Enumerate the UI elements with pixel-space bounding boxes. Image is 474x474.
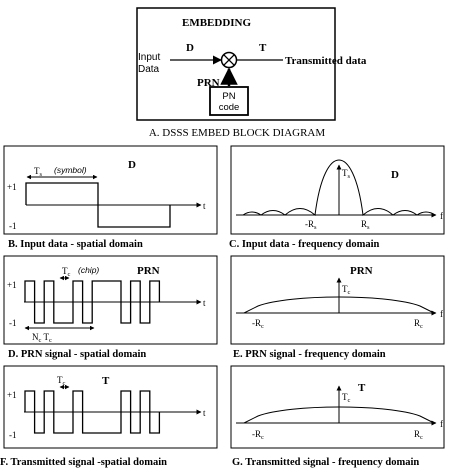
panel-g-title: T [358, 382, 366, 394]
panel-g-tc: Tc [342, 392, 351, 404]
spread-spectrum-g [243, 406, 435, 424]
panel-g-neg-rc: -Rc [252, 429, 264, 441]
panel-e-f-label: f [440, 309, 443, 319]
panel-b-title: D [128, 159, 136, 171]
panel-g-pos-rc: Rc [414, 429, 423, 441]
panel-d: PRN +1 -1 t Tc (chip) Nc Tc D. PRN signa… [3, 255, 218, 360]
panel-g-caption: G. Transmitted signal - frequency domain [232, 457, 419, 468]
panel-f-caption: F. Transmitted signal -spatial domain [0, 457, 167, 468]
d-label: D [186, 42, 194, 54]
panel-b-symbol-note: (symbol) [54, 165, 87, 175]
panel-f-tc: Tc [57, 375, 66, 387]
block-diagram: EMBEDDING Input Data D T Transmitted dat… [136, 7, 367, 139]
prn-waveform [24, 280, 161, 324]
block-diagram-frame [136, 7, 336, 121]
panel-e: PRN f Tc -Rc Rc E. PRN signal - frequenc… [230, 255, 445, 360]
panel-e-pos-rc: Rc [414, 318, 423, 330]
input-data-waveform [25, 182, 171, 228]
panel-f: T +1 -1 t Tc F. Transmitted signal -spat… [0, 365, 218, 468]
panel-b-minus-one: -1 [9, 221, 17, 231]
prn-label: PRN [197, 77, 220, 89]
panel-b-caption: B. Input data - spatial domain [8, 239, 143, 250]
panel-c-title: D [391, 169, 399, 181]
pn-label-line1: PN [222, 91, 235, 102]
panel-c-ts: Ts [342, 168, 351, 180]
panel-d-chip-note: (chip) [78, 265, 99, 275]
panel-f-frame [3, 365, 218, 449]
panel-c: D f Ts -Rs Rs C. Input data - frequency … [229, 145, 445, 250]
panel-d-tc: Tc [62, 266, 71, 278]
panel-d-minus-one: -1 [9, 318, 17, 328]
sinc-spectrum [242, 159, 436, 216]
transmitted-waveform [24, 390, 161, 434]
panel-g-f-label: f [440, 419, 443, 429]
spread-spectrum-e [243, 296, 435, 314]
panel-g-frame [230, 365, 445, 449]
block-diagram-caption: A. DSSS EMBED BLOCK DIAGRAM [149, 127, 326, 139]
panel-f-t-label: t [203, 408, 206, 418]
panel-b-frame [3, 145, 218, 235]
panel-d-title: PRN [137, 265, 160, 277]
panel-f-title: T [102, 375, 110, 387]
t-label: T [259, 42, 267, 54]
panel-e-title: PRN [350, 265, 373, 277]
panel-d-frame [3, 255, 218, 345]
panel-d-plus-one: +1 [7, 280, 17, 290]
panel-e-frame [230, 255, 445, 345]
panel-e-neg-rc: -Rc [252, 318, 264, 330]
panel-b: D +1 -1 t Ts (symbol) B. Input data - sp… [3, 145, 218, 250]
panel-b-plus-one: +1 [7, 182, 17, 192]
panel-g: T f Tc -Rc Rc G. Transmitted signal - fr… [230, 365, 445, 468]
panel-f-minus-one: -1 [9, 430, 17, 440]
input-label-line1: Input [138, 52, 160, 63]
multiplier-icon [220, 51, 238, 69]
output-label: Transmitted data [285, 55, 367, 67]
panel-c-pos-rs: Rs [361, 219, 370, 231]
panel-c-frame [230, 145, 445, 235]
panel-c-neg-rs: -Rs [305, 219, 317, 231]
panel-d-caption: D. PRN signal - spatial domain [8, 349, 146, 360]
pn-code-box [209, 86, 249, 116]
panel-c-f-label: f [440, 211, 443, 221]
panel-d-t-label: t [203, 298, 206, 308]
input-label-line2: Data [138, 64, 160, 75]
panel-c-caption: C. Input data - frequency domain [229, 239, 379, 250]
panel-b-ts: Ts [34, 166, 43, 178]
panel-b-t-label: t [203, 201, 206, 211]
panel-d-nc-tc: Nc Tc [32, 332, 52, 344]
panel-e-tc: Tc [342, 284, 351, 296]
panel-e-caption: E. PRN signal - frequency domain [233, 349, 386, 360]
panel-f-plus-one: +1 [7, 390, 17, 400]
embedding-title: EMBEDDING [182, 17, 252, 29]
pn-label-line2: code [219, 102, 240, 113]
